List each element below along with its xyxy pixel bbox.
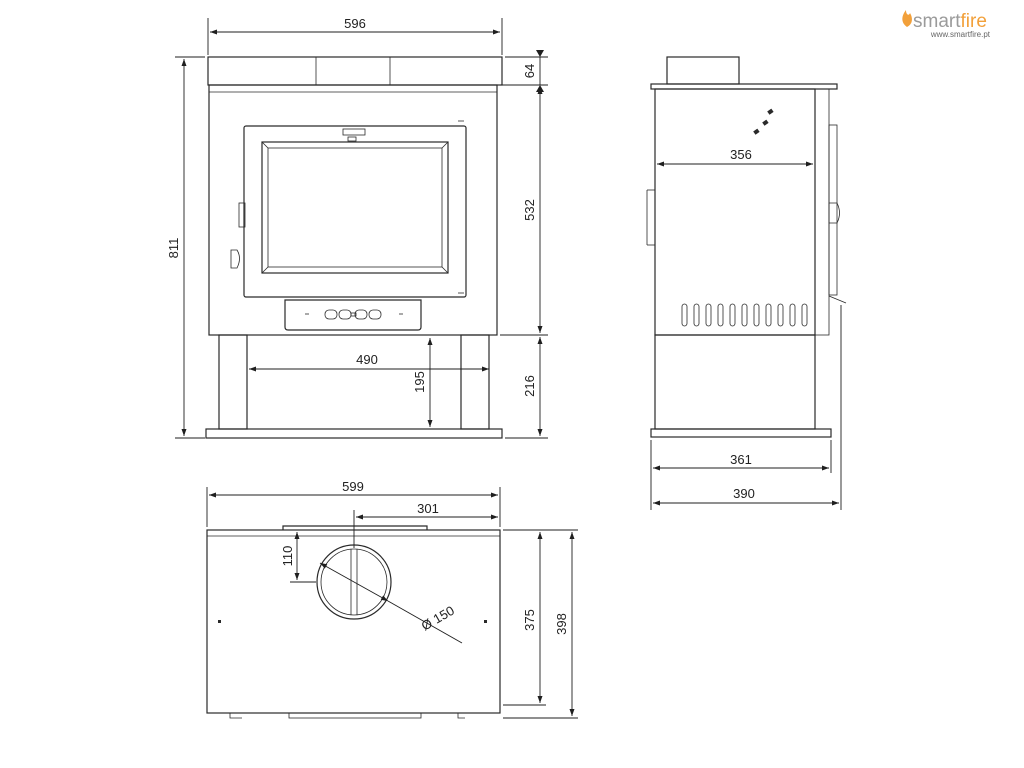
dim-front-top-height: 64 [522, 64, 537, 78]
dim-front-width-top: 596 [344, 16, 366, 31]
svg-text:smartfire: smartfire [913, 11, 987, 32]
top-view [206, 525, 501, 719]
dim-side-width-total: 390 [733, 486, 755, 501]
brand-logo: smartfire www.smartfire.pt [902, 10, 991, 39]
dim-top-depth-total: 398 [554, 613, 569, 635]
front-dimensions: 596 811 64 532 216 490 195 [166, 16, 548, 439]
dim-front-total-height: 811 [166, 238, 181, 259]
side-dimensions: 356 361 390 [650, 147, 842, 510]
dim-front-leg-height: 195 [412, 371, 427, 393]
flame-icon [902, 10, 912, 27]
dim-side-width-base: 361 [730, 452, 752, 467]
brand-name-prefix: smart [913, 11, 961, 32]
dim-top-depth-body: 375 [522, 609, 537, 631]
vent-slots [681, 303, 808, 327]
brand-name-suffix: fire [961, 11, 987, 32]
dim-front-legs-gap: 490 [356, 352, 378, 367]
side-view [646, 56, 847, 438]
brand-url: www.smartfire.pt [930, 30, 991, 39]
dim-top-width: 599 [342, 479, 364, 494]
dim-top-flue-offset-x: 301 [417, 501, 439, 516]
dim-front-body-height: 532 [522, 199, 537, 221]
dim-side-width-body: 356 [730, 147, 752, 162]
front-view [205, 56, 503, 439]
dim-top-flue-offset-y: 110 [280, 546, 295, 567]
dim-front-base-height: 216 [522, 375, 537, 397]
top-dimensions: 599 301 110 Ø 150 375 398 [206, 479, 578, 719]
